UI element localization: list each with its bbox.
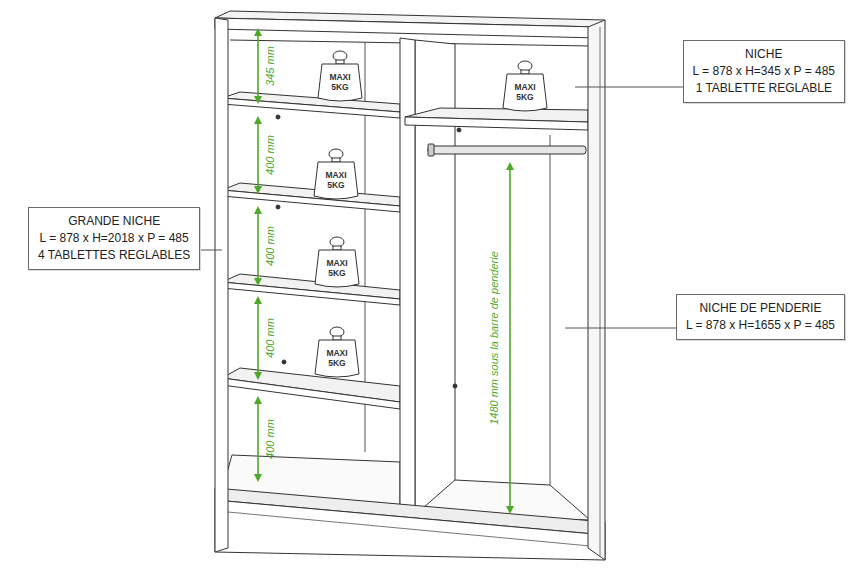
callout-line: 1 TABLETTE REGLABLE xyxy=(693,80,835,97)
weight-body xyxy=(503,74,547,111)
dimension-arrow xyxy=(257,210,259,282)
dimension-arrow xyxy=(257,400,259,478)
weight-body xyxy=(315,250,359,287)
leader-line xyxy=(575,87,700,88)
callout-box: GRANDE NICHEL = 878 x H=2018 x P = 4854 … xyxy=(28,207,200,270)
weight-label: MAXI xyxy=(326,349,347,358)
weight-icon xyxy=(503,61,547,111)
weight-icon xyxy=(318,51,362,101)
shelf-front xyxy=(222,282,400,305)
weight-label: MAXI xyxy=(329,73,350,82)
weight-neck xyxy=(336,60,344,64)
weight-neck xyxy=(333,336,341,340)
dimension-label: 345 mm xyxy=(264,46,276,86)
hanging-rod xyxy=(428,146,586,154)
dimension-label: 400 mm xyxy=(264,226,276,266)
callout-box: NICHEL = 878 x H=345 x P = 4851 TABLETTE… xyxy=(683,40,845,103)
callout-line: L = 878 x H=345 x P = 485 xyxy=(693,63,835,80)
rail-groove xyxy=(228,512,590,546)
left-panel xyxy=(215,18,228,552)
callout-heading: NICHE DE PENDERIE xyxy=(686,300,835,317)
weight-label: 5KG xyxy=(516,93,533,102)
shelf-front xyxy=(405,117,588,130)
rod-support xyxy=(428,144,434,156)
dimension-arrow xyxy=(257,32,259,100)
weight-body xyxy=(318,64,362,101)
callout-box: NICHE DE PENDERIEL = 878 x H=1655 x P = … xyxy=(676,294,845,340)
panel-edge xyxy=(600,27,601,556)
weight-label: MAXI xyxy=(325,171,346,180)
dimension-label: 400 mm xyxy=(264,318,276,358)
shelf-pin xyxy=(276,115,280,119)
shelf-pin xyxy=(276,205,280,209)
dimension-label: 400 mm xyxy=(264,135,276,175)
weight-label: MAXI xyxy=(326,259,347,268)
plinth xyxy=(215,500,605,560)
weight-label: 5KG xyxy=(331,83,348,92)
shelf-front xyxy=(222,378,400,409)
weight-icon xyxy=(315,327,359,377)
weight-label: 5KG xyxy=(327,181,344,190)
weight-body xyxy=(315,340,359,377)
callout-heading: NICHE xyxy=(693,46,835,63)
callout-line: L = 878 x H=2018 x P = 485 xyxy=(38,230,190,247)
dimension-arrow xyxy=(509,166,511,510)
callout-line: 4 TABLETTES REGLABLES xyxy=(38,247,190,264)
top-board xyxy=(215,18,600,38)
dimension-label: 1480 mm sous la barre de penderie xyxy=(488,251,500,425)
weight-neck xyxy=(332,158,340,162)
weight-label: MAXI xyxy=(514,83,535,92)
weight-neck xyxy=(521,70,529,74)
shelf-front xyxy=(222,98,400,118)
weight-icon xyxy=(315,237,359,287)
weight-icon xyxy=(314,149,358,199)
shelf-pin xyxy=(453,384,457,388)
weight-label: 5KG xyxy=(328,269,345,278)
back-corner xyxy=(550,135,551,490)
dimension-label: 400 mm xyxy=(264,419,276,459)
shelf-pin xyxy=(457,128,461,132)
dimension-arrow xyxy=(257,300,259,376)
shelf-front xyxy=(222,190,400,212)
right-panel xyxy=(588,20,605,560)
weight-neck xyxy=(333,246,341,250)
shelf-pin xyxy=(282,360,286,364)
dimension-arrow xyxy=(257,120,259,190)
callout-heading: GRANDE NICHE xyxy=(38,213,190,230)
callout-line: L = 878 x H=1655 x P = 485 xyxy=(686,317,835,334)
weight-body xyxy=(314,162,358,199)
weight-label: 5KG xyxy=(328,359,345,368)
divider-front xyxy=(400,38,415,525)
